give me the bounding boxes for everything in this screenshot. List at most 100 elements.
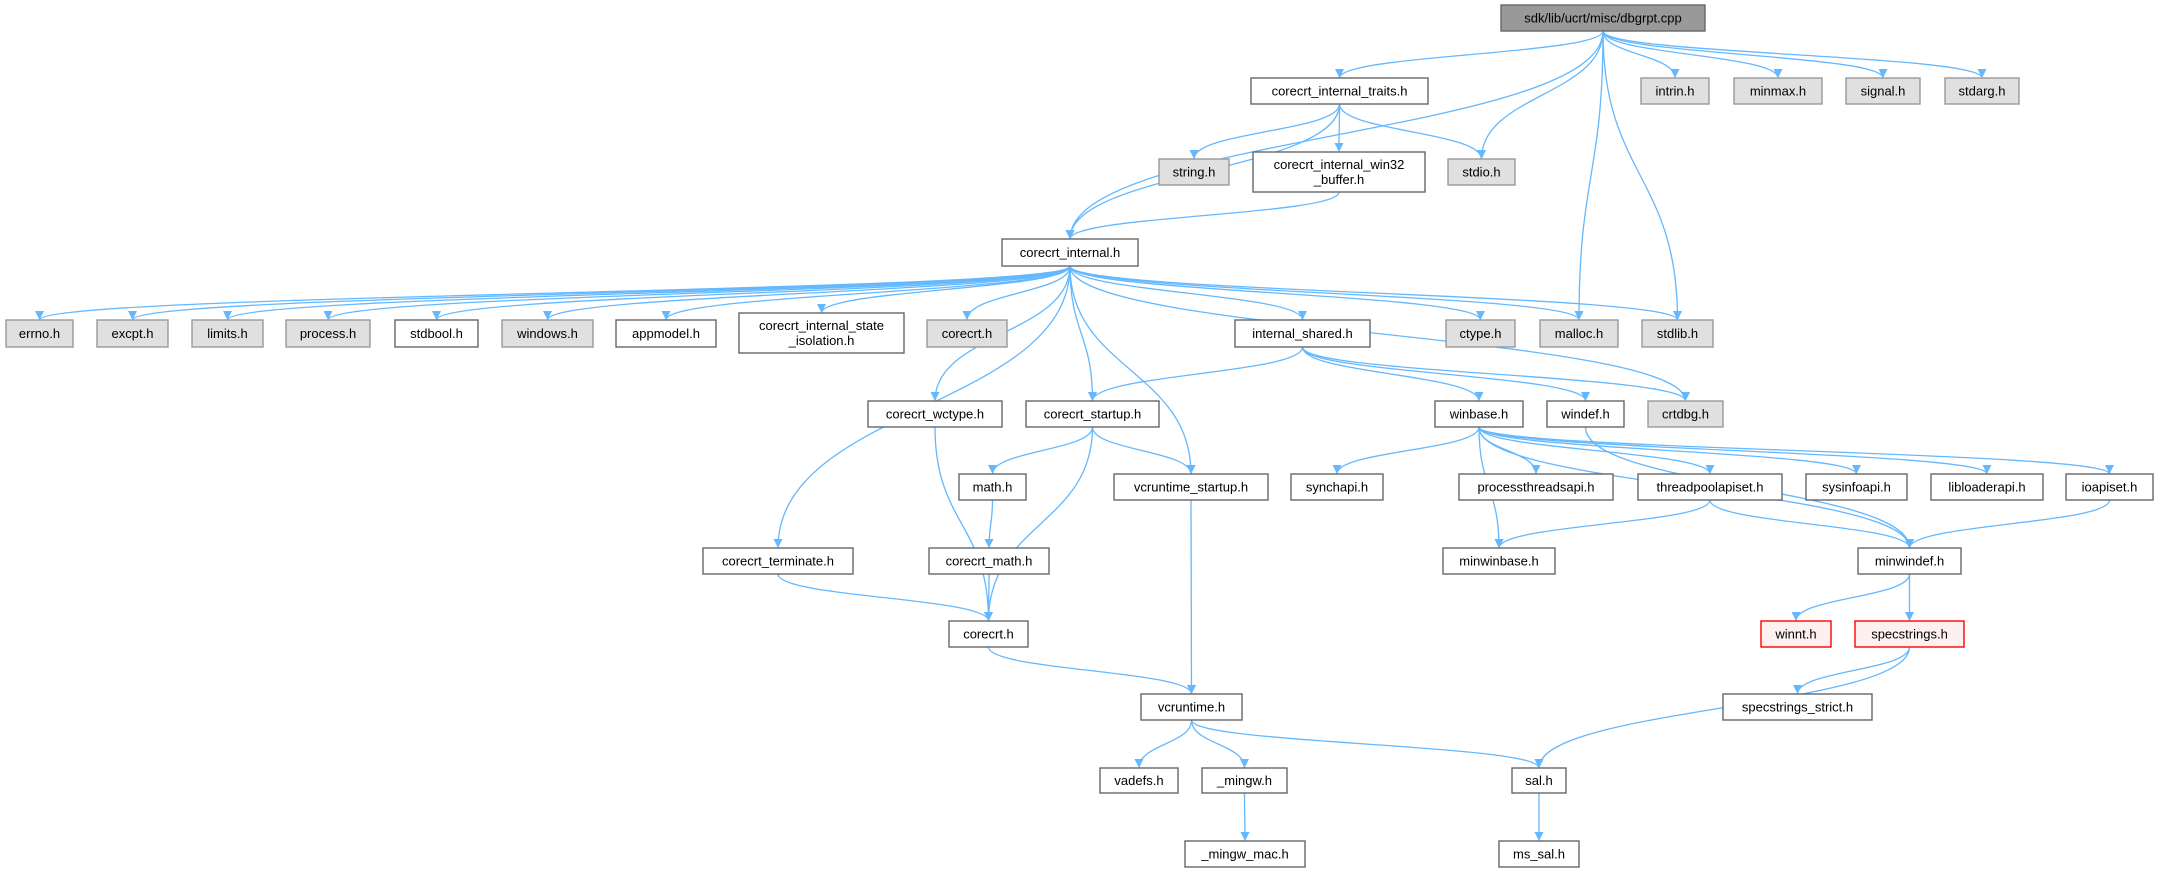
node-box[interactable] <box>928 547 1050 575</box>
node-intrin-h[interactable]: intrin.h <box>1640 77 1710 105</box>
node-box[interactable] <box>191 319 264 348</box>
node-box[interactable] <box>1637 473 1783 501</box>
node-stdarg-h[interactable]: stdarg.h <box>1944 77 2020 105</box>
node-box[interactable] <box>958 473 1027 501</box>
node-sysinfoapi-h[interactable]: sysinfoapi.h <box>1805 473 1908 501</box>
node-minwindef-h[interactable]: minwindef.h <box>1857 547 1962 575</box>
node-vcruntime-h[interactable]: vcruntime.h <box>1140 693 1243 721</box>
node-box[interactable] <box>501 319 594 348</box>
node-appmodel-h[interactable]: appmodel.h <box>615 319 717 348</box>
node-box[interactable] <box>285 319 371 348</box>
node-mingw-h[interactable]: _mingw.h <box>1201 767 1288 794</box>
node-box[interactable] <box>1447 158 1516 186</box>
node-box[interactable] <box>1805 473 1908 501</box>
node-specstrings-h[interactable]: specstrings.h <box>1854 620 1965 648</box>
node-libloaderapi-h[interactable]: libloaderapi.h <box>1930 473 2044 501</box>
node-box[interactable] <box>1025 400 1160 428</box>
node-windef-h[interactable]: windef.h <box>1546 400 1625 428</box>
node-errno-h[interactable]: errno.h <box>5 319 74 348</box>
node-box[interactable] <box>926 319 1008 348</box>
node-box[interactable] <box>1250 77 1429 105</box>
node-minwinbase-h[interactable]: minwinbase.h <box>1442 547 1556 575</box>
node-corecrt-internal-state-isolation-h[interactable]: corecrt_internal_state_isolation.h <box>738 312 905 354</box>
node-box[interactable] <box>1854 620 1965 648</box>
node-specstrings-strict-h[interactable]: specstrings_strict.h <box>1722 693 1873 721</box>
node-corecrt-wctype-h[interactable]: corecrt_wctype.h <box>867 400 1003 428</box>
node-minmax-h[interactable]: minmax.h <box>1733 77 1823 105</box>
node-crtdbg-h[interactable]: crtdbg.h <box>1647 400 1724 428</box>
node-box[interactable] <box>702 547 854 575</box>
node-box[interactable] <box>1252 151 1426 193</box>
node-math-h[interactable]: math.h <box>958 473 1027 501</box>
node-excpt-h[interactable]: excpt.h <box>96 319 169 348</box>
node-box[interactable] <box>1001 238 1139 267</box>
node-corecrt-h[interactable]: corecrt.h <box>926 319 1008 348</box>
node-box[interactable] <box>96 319 169 348</box>
node-box[interactable] <box>1722 693 1873 721</box>
node-ioapiset-h[interactable]: ioapiset.h <box>2065 473 2154 501</box>
node-corecrt-math-h[interactable]: corecrt_math.h <box>928 547 1050 575</box>
node-ms-sal-h[interactable]: ms_sal.h <box>1498 840 1580 868</box>
node-winnt-h[interactable]: winnt.h <box>1760 620 1832 648</box>
node-box[interactable] <box>1760 620 1832 648</box>
node-box[interactable] <box>1234 319 1371 348</box>
node-vcruntime-startup-h[interactable]: vcruntime_startup.h <box>1113 473 1269 501</box>
node-sal-h[interactable]: sal.h <box>1511 767 1567 794</box>
node-malloc-h[interactable]: malloc.h <box>1539 319 1619 348</box>
node-limits-h[interactable]: limits.h <box>191 319 264 348</box>
node-sdk-lib-ucrt-misc-dbgrpt-cpp[interactable]: sdk/lib/ucrt/misc/dbgrpt.cpp <box>1500 4 1706 32</box>
node-box[interactable] <box>1640 77 1710 105</box>
node-box[interactable] <box>1857 547 1962 575</box>
node-box[interactable] <box>948 620 1029 648</box>
node-box[interactable] <box>1099 767 1179 794</box>
node-box[interactable] <box>5 319 74 348</box>
node-internal-shared-h[interactable]: internal_shared.h <box>1234 319 1371 348</box>
node-windows-h[interactable]: windows.h <box>501 319 594 348</box>
node-box[interactable] <box>1845 77 1921 105</box>
node-box[interactable] <box>1944 77 2020 105</box>
node-corecrt-internal-traits-h[interactable]: corecrt_internal_traits.h <box>1250 77 1429 105</box>
node-vadefs-h[interactable]: vadefs.h <box>1099 767 1179 794</box>
node-processthreadsapi-h[interactable]: processthreadsapi.h <box>1458 473 1614 501</box>
node-corecrt-h[interactable]: corecrt.h <box>948 620 1029 648</box>
node-box[interactable] <box>394 319 479 348</box>
node-box[interactable] <box>1201 767 1288 794</box>
node-box[interactable] <box>1500 4 1706 32</box>
node-box[interactable] <box>1442 547 1556 575</box>
node-box[interactable] <box>1458 473 1614 501</box>
node-box[interactable] <box>615 319 717 348</box>
node-box[interactable] <box>1113 473 1269 501</box>
node-box[interactable] <box>1140 693 1243 721</box>
node-threadpoolapiset-h[interactable]: threadpoolapiset.h <box>1637 473 1783 501</box>
node-box[interactable] <box>1546 400 1625 428</box>
node-box[interactable] <box>1511 767 1567 794</box>
node-stdbool-h[interactable]: stdbool.h <box>394 319 479 348</box>
node-box[interactable] <box>1184 840 1306 868</box>
node-box[interactable] <box>867 400 1003 428</box>
node-signal-h[interactable]: signal.h <box>1845 77 1921 105</box>
node-winbase-h[interactable]: winbase.h <box>1434 400 1524 428</box>
node-process-h[interactable]: process.h <box>285 319 371 348</box>
node-string-h[interactable]: string.h <box>1158 158 1230 186</box>
node-box[interactable] <box>1539 319 1619 348</box>
node-ctype-h[interactable]: ctype.h <box>1445 319 1516 348</box>
node-corecrt-internal-win32-buffer-h[interactable]: corecrt_internal_win32_buffer.h <box>1252 151 1426 193</box>
node-box[interactable] <box>1647 400 1724 428</box>
node-box[interactable] <box>738 312 905 354</box>
node-box[interactable] <box>1498 840 1580 868</box>
node-mingw-mac-h[interactable]: _mingw_mac.h <box>1184 840 1306 868</box>
node-stdio-h[interactable]: stdio.h <box>1447 158 1516 186</box>
node-corecrt-internal-h[interactable]: corecrt_internal.h <box>1001 238 1139 267</box>
node-box[interactable] <box>1445 319 1516 348</box>
node-corecrt-terminate-h[interactable]: corecrt_terminate.h <box>702 547 854 575</box>
node-corecrt-startup-h[interactable]: corecrt_startup.h <box>1025 400 1160 428</box>
node-box[interactable] <box>1641 319 1714 348</box>
node-synchapi-h[interactable]: synchapi.h <box>1290 473 1384 501</box>
node-box[interactable] <box>1733 77 1823 105</box>
node-box[interactable] <box>1434 400 1524 428</box>
node-stdlib-h[interactable]: stdlib.h <box>1641 319 1714 348</box>
node-box[interactable] <box>1930 473 2044 501</box>
node-box[interactable] <box>2065 473 2154 501</box>
node-box[interactable] <box>1290 473 1384 501</box>
node-box[interactable] <box>1158 158 1230 186</box>
